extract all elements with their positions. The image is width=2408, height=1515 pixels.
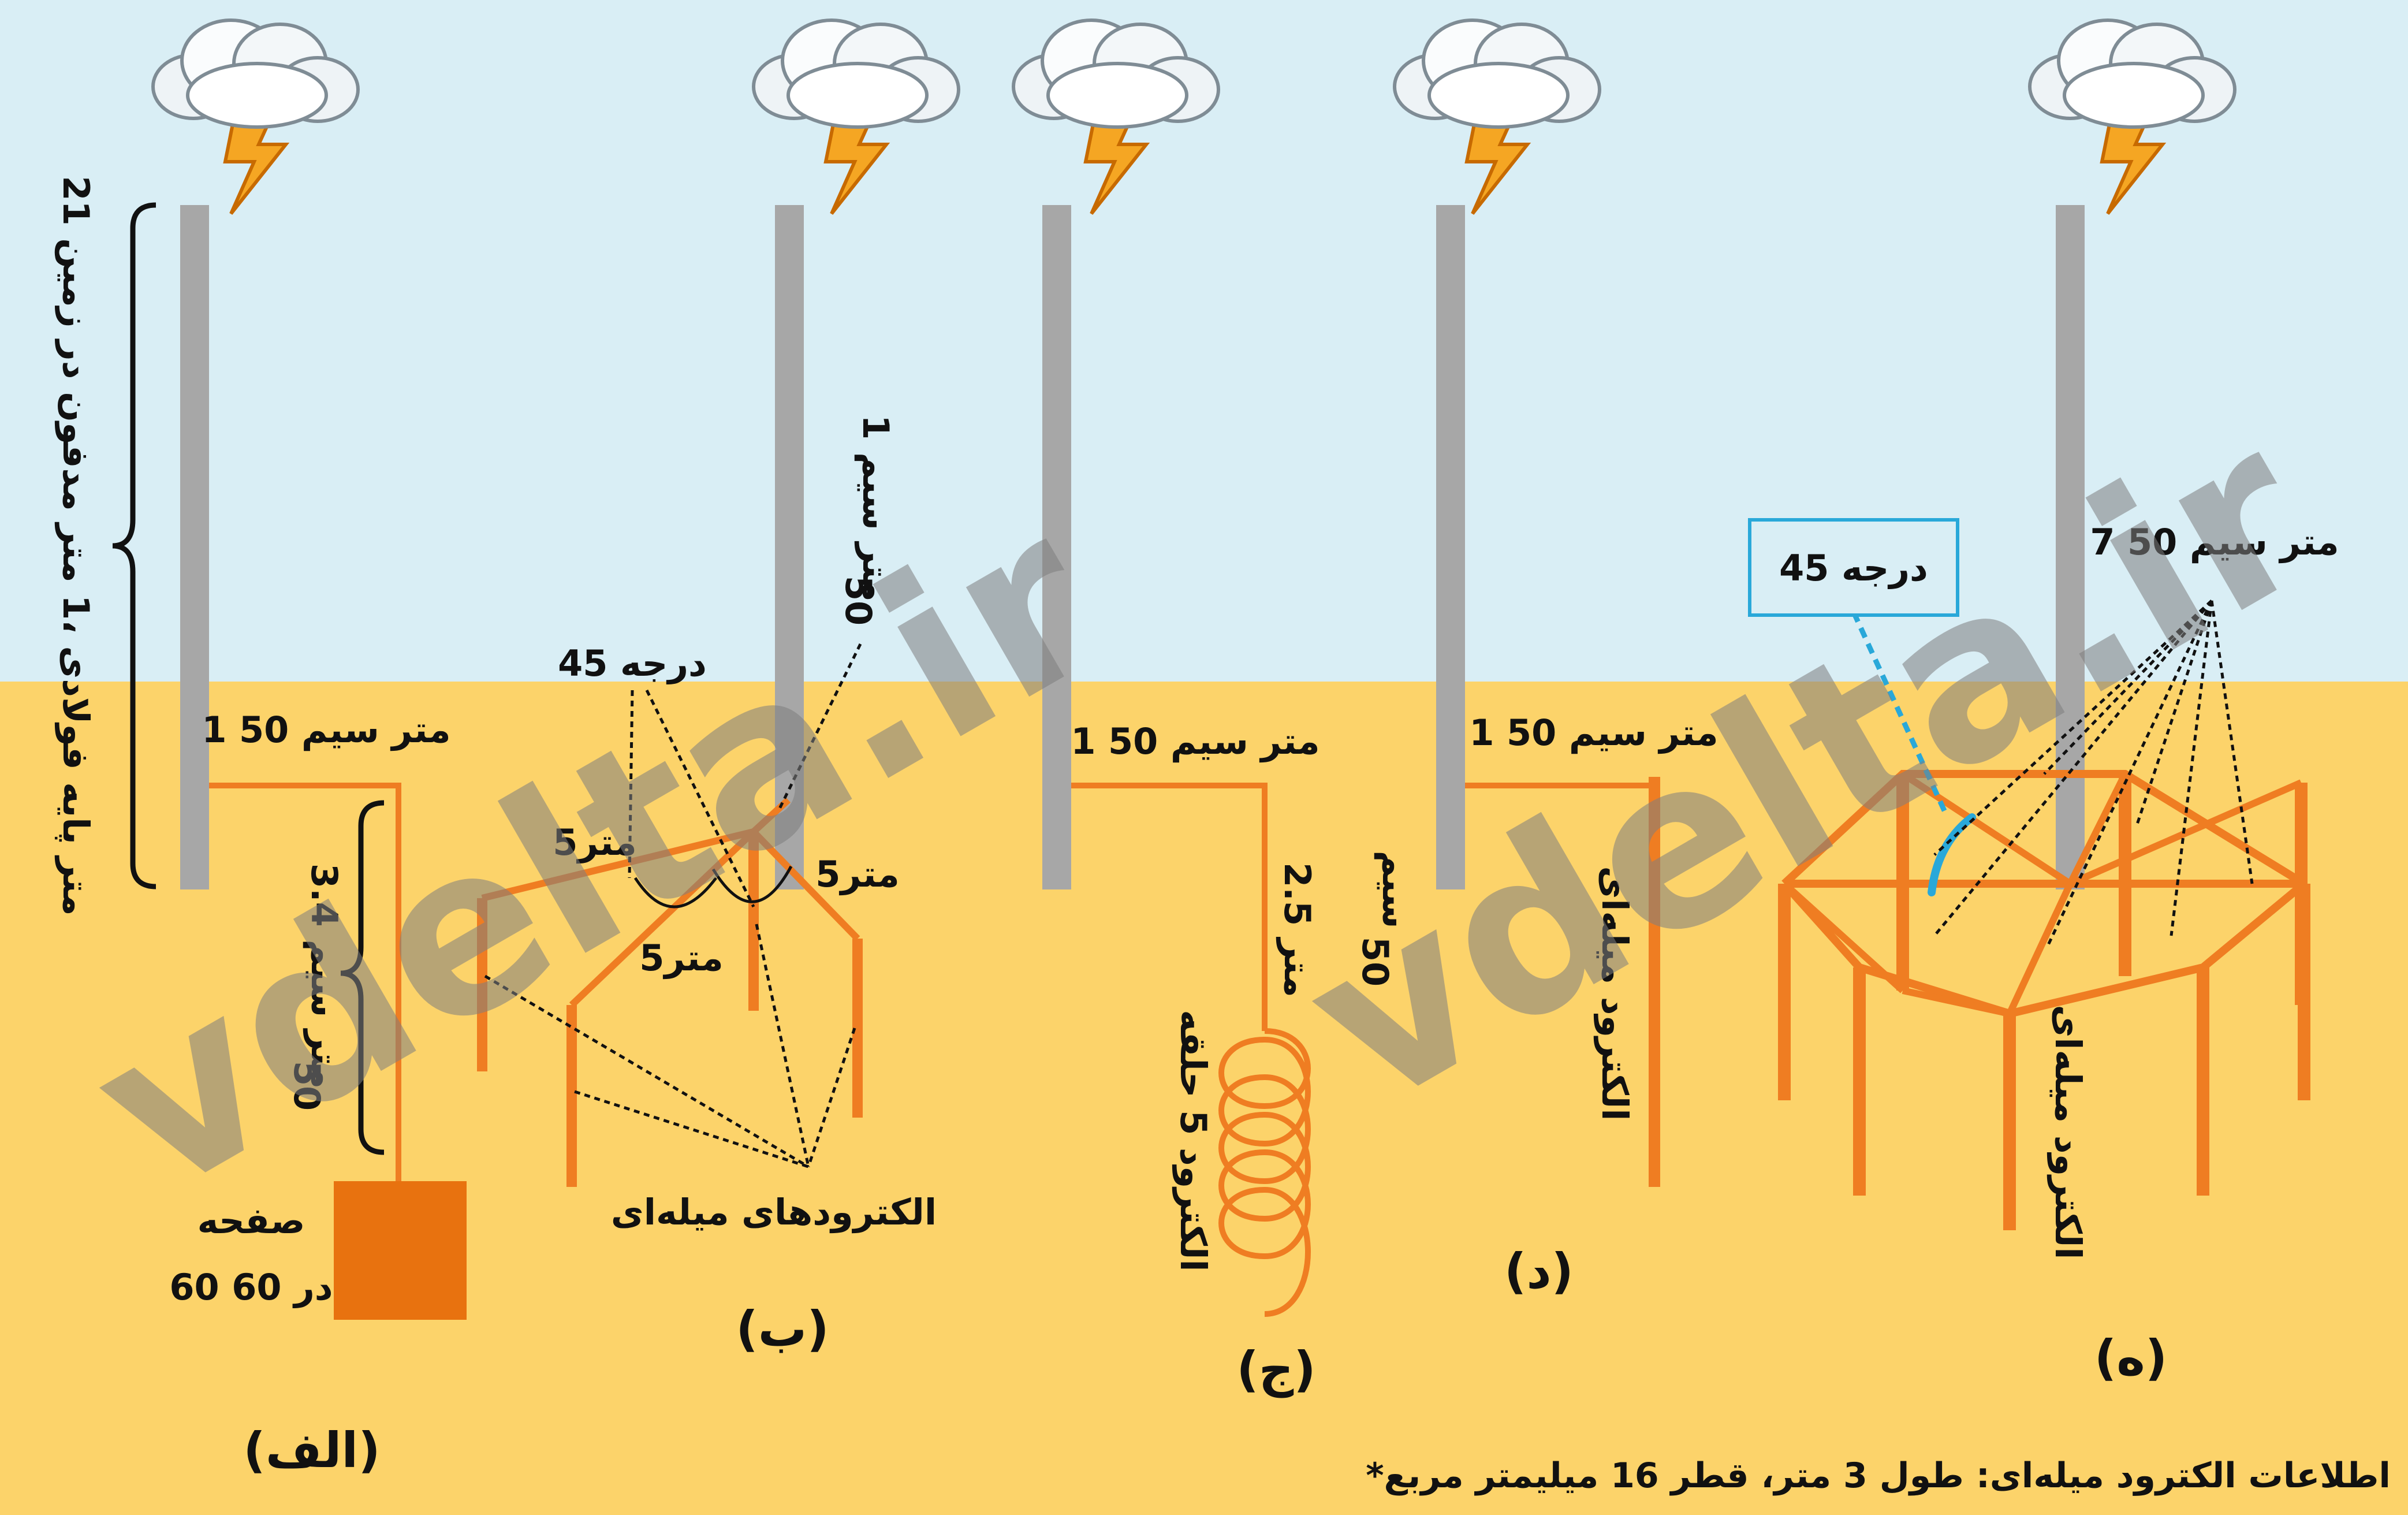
angle-arc: [711, 865, 793, 903]
label-wire-he: 7 متر سیم 50: [2090, 521, 2339, 563]
method-dal: 1 متر سیم 50 الکترود میله‌ای (د): [1465, 712, 1719, 1300]
label-rods: الکترودهای میله‌ای: [611, 1191, 937, 1233]
leader-line: [628, 690, 634, 879]
conductor-radial: [2006, 882, 2074, 1015]
label-plate-1: صفحه: [197, 1200, 305, 1242]
conductor-radial: [2067, 772, 2129, 885]
conductor-radial: [1781, 881, 1906, 993]
brace-wire-down: [340, 800, 385, 1155]
label-rod-dal: الکترود میله‌ای: [1594, 866, 1636, 1121]
leader-line: [645, 689, 755, 908]
method-be: 45 درجه 1 متر سیم 50 5متر 5متر 5متر الکت…: [477, 415, 937, 1357]
leader-line: [2043, 600, 2213, 775]
caption-be: (ب): [736, 1301, 829, 1357]
label-coil: الکترود 5 حلقه: [1172, 1010, 1214, 1271]
conductor-radial: [2068, 779, 2303, 887]
label-steel-pole: 21 متر پایه فولادی ،1 متر مدفون در زمین: [55, 176, 97, 915]
steel-pole: [775, 205, 804, 889]
angle-highlight-arc: [1928, 813, 1976, 896]
conductor-radial: [1900, 770, 2072, 887]
steel-pole: [1436, 205, 1465, 889]
leader-line: [2170, 600, 2213, 936]
label-angle-he: 45 درجه: [1779, 547, 1928, 589]
label-wire-be: 1 متر سیم: [855, 415, 897, 601]
label-down-jim-num: 50: [1354, 937, 1396, 987]
label-plate-2: 60 در 60: [169, 1266, 333, 1308]
footnote: *اطلاعات الکترود میله‌ای: طول 3 متر، قطر…: [1366, 1456, 2391, 1496]
leader-line: [484, 974, 810, 1168]
label-down-jim-2: سیم: [1374, 851, 1417, 929]
label-rod-he: الکترود میله‌ای: [2047, 1004, 2089, 1259]
ground-plate: [334, 1181, 467, 1320]
leader-line: [807, 1028, 856, 1167]
coil-electrode: [1218, 1028, 1311, 1317]
label-wire-down-num: 50: [286, 1061, 328, 1111]
conductor-ring: [1781, 770, 2306, 887]
caption-he: (ه): [2094, 1330, 2167, 1386]
label-wire-be-num: 50: [837, 576, 879, 626]
angle-arc: [633, 877, 717, 909]
label-wire-dal: 1 متر سیم 50: [1469, 712, 1718, 754]
method-jim: 1 متر سیم 50 2.5 متر سیم 50 الکترود 5 حل…: [1071, 720, 1417, 1398]
leader-line: [2135, 600, 2213, 827]
wire-alef: [209, 783, 401, 1181]
steel-pole: [180, 205, 209, 889]
method-alef: 21 متر پایه فولادی ،1 متر مدفون در زمین …: [55, 176, 467, 1479]
label-wire-jim: 1 متر سیم 50: [1071, 720, 1319, 762]
label-down-jim-1: 2.5 متر: [1276, 862, 1318, 997]
label-wire-down: 3.4 متر سیم: [303, 863, 345, 1089]
label-wire-alef: 1 متر سیم 50: [202, 709, 450, 751]
method-he: 45 درجه 7 متر سیم 50 الکترود میله‌ای (ه): [1748, 518, 2339, 1386]
wire-jim: [1071, 783, 1268, 1031]
label-5m: 5متر: [553, 821, 636, 863]
caption-dal: (د): [1504, 1243, 1574, 1300]
label-5m: 5متر: [639, 937, 723, 979]
label-5m: 5متر: [815, 853, 899, 895]
angle-pointer: [1851, 611, 1949, 816]
steel-pole: [1042, 205, 1071, 889]
brace-steel: [112, 202, 156, 889]
leader-line: [1933, 600, 2213, 856]
angle-box: [1748, 518, 1959, 617]
caption-jim: (ج): [1236, 1341, 1315, 1398]
caption-alef: (الف): [243, 1422, 380, 1479]
label-angle-be: 45 درجه: [558, 642, 707, 684]
conductor-radial: [1902, 987, 2011, 1017]
conductor-triangle: [751, 829, 860, 941]
leader-line: [2045, 600, 2213, 948]
